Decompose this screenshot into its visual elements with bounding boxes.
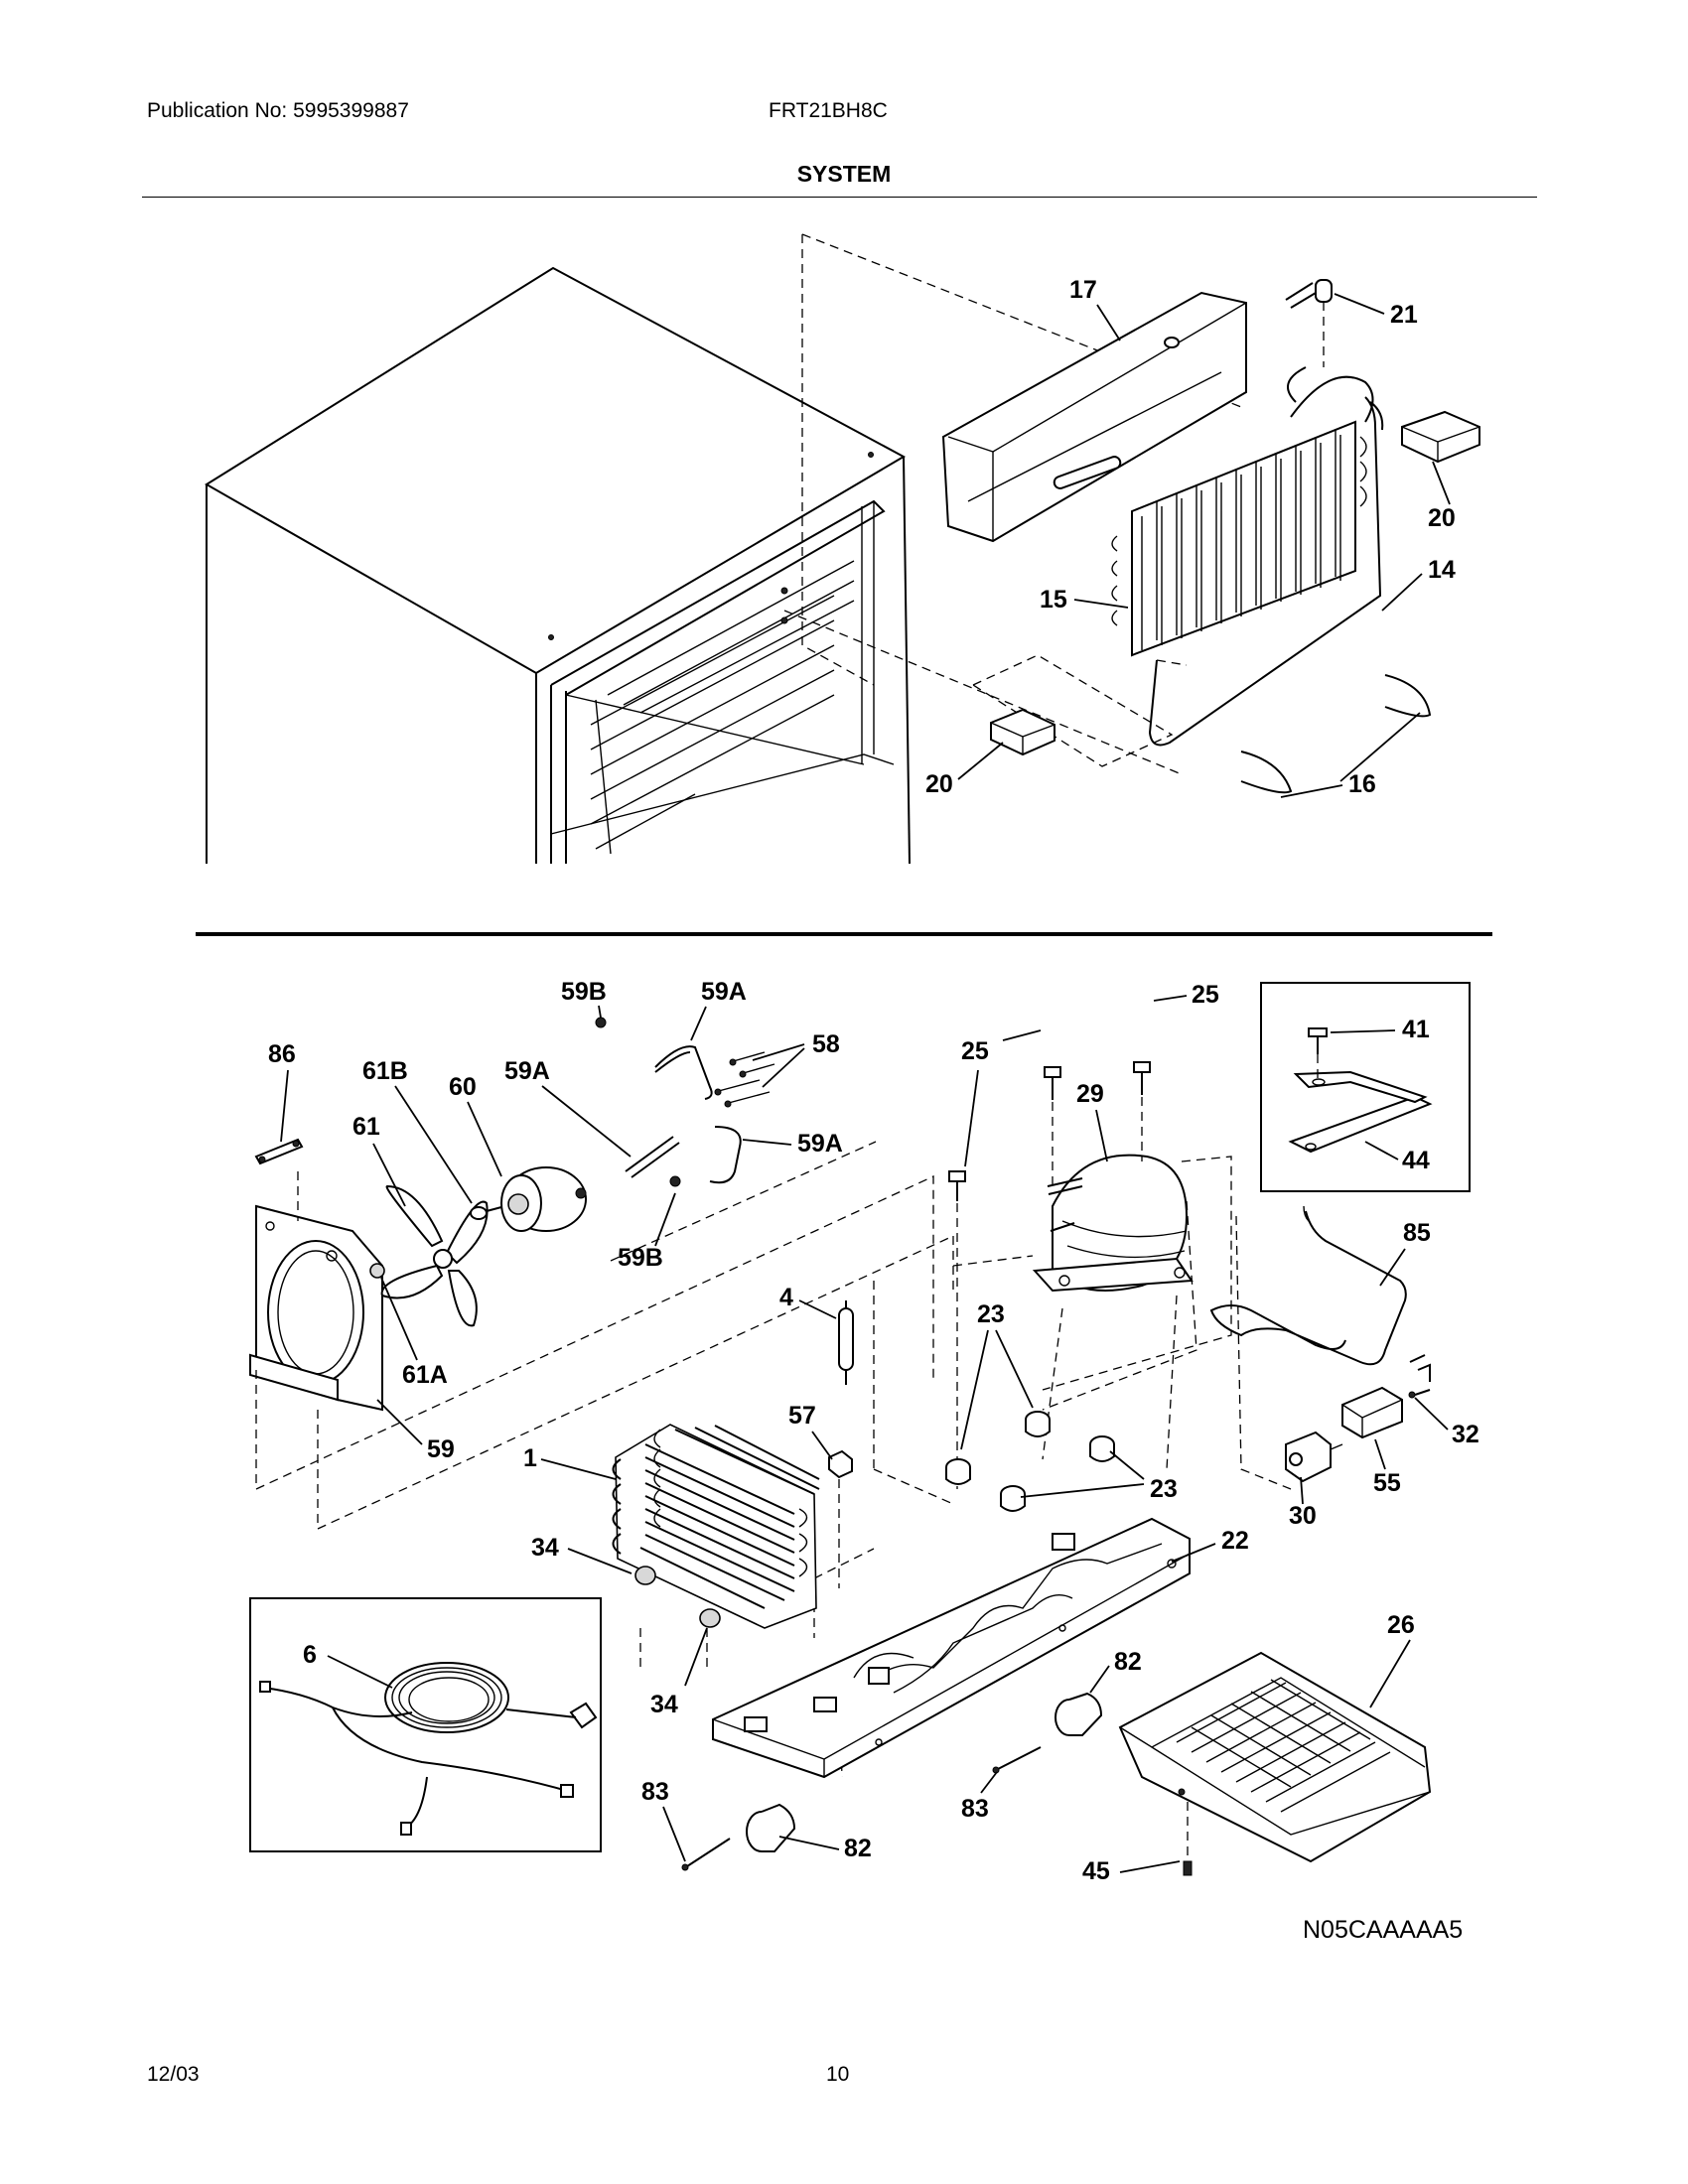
evaporator-coil [1111,366,1374,657]
callout-61b: 61B [362,1057,408,1085]
section-title: SYSTEM [796,161,892,187]
callout-58: 58 [812,1030,840,1058]
footer-date: 12/03 [147,2063,200,2086]
heater-clips [1156,659,1432,794]
callout-86: 86 [268,1040,296,1068]
callout-61a: 61A [402,1361,448,1389]
fan-blade [380,1184,489,1327]
callout-59b-top: 59B [561,978,607,1006]
header-rule [142,197,1537,198]
thermostat-sensor [1285,279,1333,367]
clip-32 [1408,1354,1431,1399]
drain-pan-26 [1118,1651,1432,1863]
publication-number: Publication No: 5995399887 [147,99,409,122]
callout-26: 26 [1387,1611,1415,1639]
callout-83-left: 83 [641,1778,669,1806]
callout-23-top: 23 [977,1300,1005,1328]
defrost-heater [1148,396,1384,747]
callout-30: 30 [1289,1502,1317,1530]
callout-6: 6 [303,1641,317,1669]
callout-60: 60 [449,1073,477,1101]
grommets-34 [634,1566,721,1628]
power-cord-inset [249,1597,602,1852]
callout-59: 59 [427,1435,455,1463]
callout-16: 16 [1348,770,1376,798]
callout-22: 22 [1221,1527,1249,1555]
callout-1: 1 [523,1444,537,1472]
callout-57: 57 [788,1402,816,1430]
callout-20-right: 20 [1428,504,1456,532]
callout-85: 85 [1403,1219,1431,1247]
fan-motor [470,1166,587,1232]
callout-59b-bot: 59B [618,1244,663,1272]
callout-23-bottom: 23 [1150,1475,1178,1503]
callout-4: 4 [779,1284,793,1311]
model-number: FRT21BH8C [769,99,888,122]
callout-59a-right: 59A [797,1130,843,1158]
callout-59a-mid: 59A [504,1057,550,1085]
page-number: 10 [826,2063,850,2086]
section-separator [196,932,1492,936]
heater-pad-left [971,654,1174,767]
callout-55: 55 [1373,1469,1401,1497]
condenser-coil [612,1424,820,1629]
callout-34-top: 34 [531,1534,559,1562]
callout-14: 14 [1428,556,1456,584]
figure-code: N05CAAAAA5 [1303,1916,1463,1944]
callout-21: 21 [1390,301,1418,329]
inset-box-41-44 [1260,982,1471,1192]
callout-82-right: 82 [1114,1648,1142,1676]
tube-85 [1209,1205,1407,1366]
callout-82-left: 82 [844,1835,872,1862]
callout-20-left: 20 [925,770,953,798]
callout-61: 61 [352,1113,380,1141]
clip-57 [828,1449,853,1588]
callout-15: 15 [1040,586,1067,614]
evaporator-cover [941,291,1247,543]
mount-screws-25 [948,1061,1151,1489]
callout-34-bottom: 34 [650,1691,678,1718]
callout-83-right: 83 [961,1795,989,1823]
callout-44: 44 [1402,1147,1430,1174]
callout-29: 29 [1076,1080,1104,1108]
callout-32: 32 [1452,1421,1479,1448]
bolts-83 [681,1746,1042,1871]
refrigerator-cabinet [205,233,1242,865]
compressor [1032,1154,1194,1293]
grommet-61a [369,1263,385,1279]
drier-4 [838,1300,854,1385]
overload-relay-30-55 [1285,1386,1403,1483]
cushion-82 [746,1692,1103,1852]
callout-45: 45 [1082,1857,1110,1885]
base-plate-22 [712,1517,1191,1779]
callout-41: 41 [1402,1016,1430,1043]
heater-pad-right [1401,410,1480,464]
callout-17: 17 [1069,276,1097,304]
grommets-23 [945,1411,1115,1512]
callout-25-right: 25 [1192,981,1219,1009]
motor-bracket-wires [575,1017,775,1199]
condenser-fan-bracket [249,1204,383,1412]
callout-25-left: 25 [961,1037,989,1065]
screw-45 [1183,1802,1193,1876]
clip-86 [254,1138,304,1221]
callout-59a-top: 59A [701,978,747,1006]
